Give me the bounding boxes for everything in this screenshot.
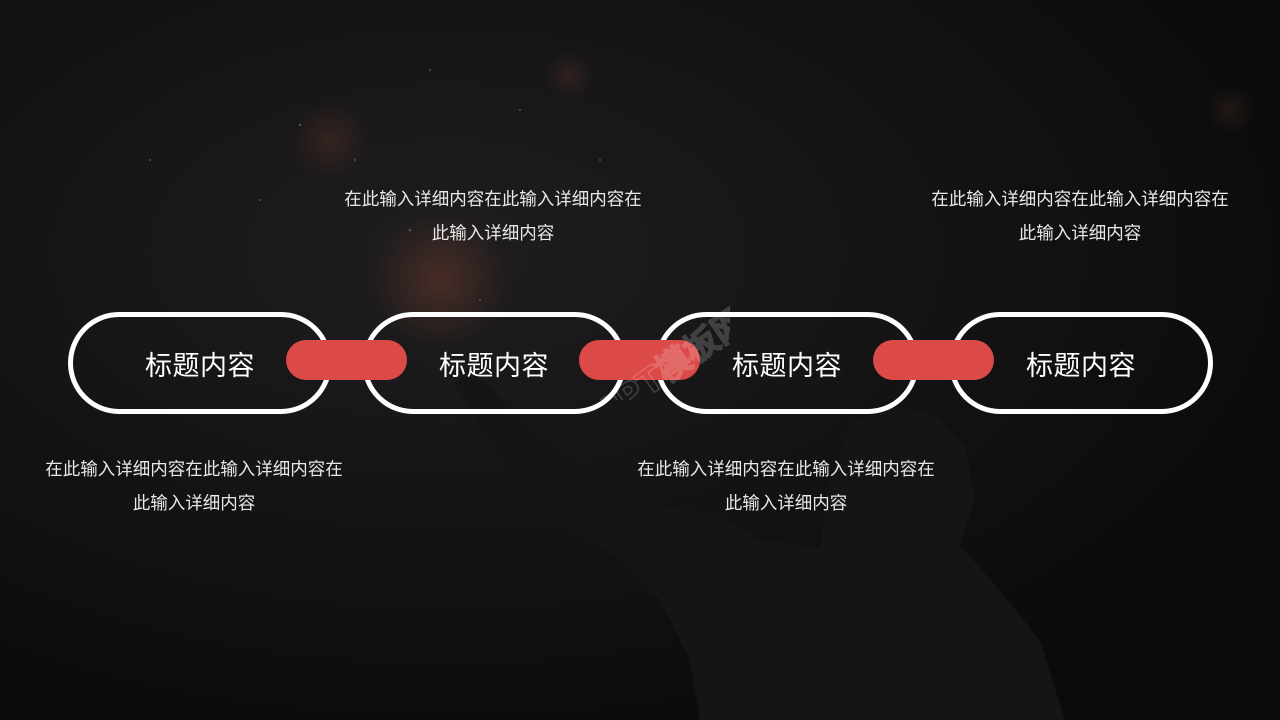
description-4: 在此输入详细内容在此输入详细内容在 此输入详细内容 bbox=[915, 183, 1245, 251]
step-title-4: 标题内容 bbox=[1026, 350, 1136, 382]
step-title-2: 标题内容 bbox=[439, 350, 549, 382]
description-1-line-1: 在此输入详细内容在此输入详细内容在 bbox=[45, 460, 343, 480]
description-4-line-1: 在此输入详细内容在此输入详细内容在 bbox=[931, 190, 1229, 210]
step-title-1: 标题内容 bbox=[145, 350, 255, 382]
description-1: 在此输入详细内容在此输入详细内容在 此输入详细内容 bbox=[29, 453, 359, 521]
person-silhouette bbox=[455, 365, 1065, 720]
description-1-line-2: 此输入详细内容 bbox=[132, 494, 256, 514]
connector-1 bbox=[286, 340, 407, 380]
description-3-line-2: 此输入详细内容 bbox=[724, 494, 848, 514]
description-4-line-2: 此输入详细内容 bbox=[1018, 224, 1142, 244]
connector-3 bbox=[873, 340, 994, 380]
description-3: 在此输入详细内容在此输入详细内容在 此输入详细内容 bbox=[621, 453, 951, 521]
description-3-line-1: 在此输入详细内容在此输入详细内容在 bbox=[637, 460, 935, 480]
step-title-3: 标题内容 bbox=[732, 350, 842, 382]
connector-2 bbox=[579, 340, 700, 380]
description-2: 在此输入详细内容在此输入详细内容在 此输入详细内容 bbox=[328, 183, 658, 251]
description-2-line-2: 此输入详细内容 bbox=[431, 224, 555, 244]
description-2-line-1: 在此输入详细内容在此输入详细内容在 bbox=[344, 190, 642, 210]
